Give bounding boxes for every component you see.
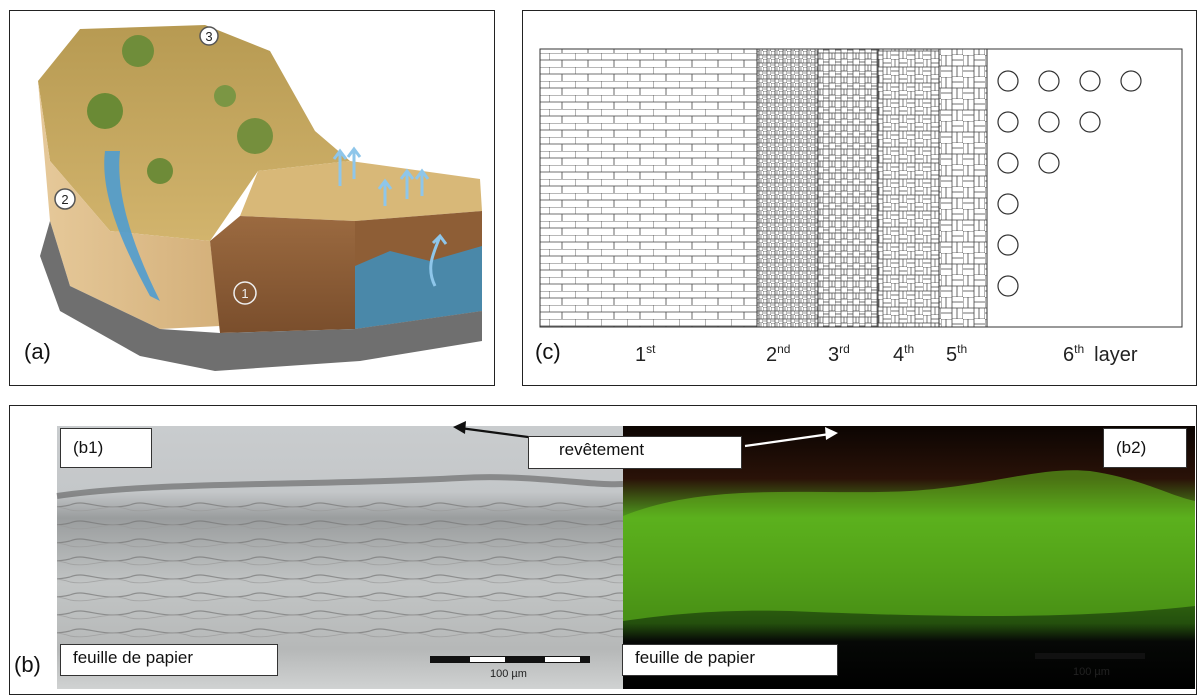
layer-6-block	[986, 48, 1183, 328]
marker-3: 3	[199, 26, 219, 46]
bare-surface	[240, 161, 482, 221]
sand-face	[38, 81, 220, 329]
water-stream	[104, 151, 160, 301]
marker-2: 2	[54, 188, 76, 210]
scale-bar-left	[430, 656, 590, 663]
layer-1-block	[539, 48, 758, 328]
layer-3-block	[817, 48, 879, 328]
panel-a: 3 2 1 (a)	[9, 10, 495, 386]
evaporation-arrows	[332, 146, 448, 287]
marker-1: 1	[233, 281, 257, 305]
marker-2-label: 2	[61, 192, 68, 207]
pore-circles	[997, 70, 1142, 297]
coating-label: revêtement	[528, 436, 742, 469]
rock-base	[40, 221, 482, 371]
marker-1-label: 1	[241, 286, 248, 301]
b2-green-layer	[623, 470, 1195, 621]
groundwater	[355, 246, 482, 329]
layer-5-block	[938, 48, 988, 328]
panel-a-label: (a)	[24, 339, 51, 364]
shrub	[147, 158, 173, 184]
b1-fiber-texture	[57, 501, 623, 641]
layer-3-label: 3rd	[828, 342, 850, 366]
layer-5-label: 5th	[946, 342, 967, 366]
paper-label-right: feuille de papier	[622, 644, 838, 676]
soil-face-left	[210, 216, 355, 333]
shrub	[122, 35, 154, 67]
microscopy-images: 100 µm 100 µm	[56, 421, 1195, 689]
soil-block-illustration: 3 2 1	[38, 25, 482, 371]
layer-4-label: 4th	[893, 342, 914, 366]
b1-label: (b1)	[60, 428, 152, 468]
shrub	[214, 85, 236, 107]
layer-2-label: 2nd	[766, 342, 790, 366]
panel-c-label: (c)	[535, 339, 561, 364]
b1-coating-boundary	[56, 474, 624, 499]
layer-1-label: 1st	[635, 342, 656, 366]
layer-4-block	[877, 48, 940, 328]
panel-b-label: (b)	[14, 652, 41, 677]
layer-2-block	[756, 48, 819, 328]
shrub	[237, 118, 273, 154]
scale-label-left: 100 µm	[490, 668, 527, 680]
shrub	[87, 93, 123, 129]
scale-label-right: 100 µm	[1073, 666, 1110, 678]
scale-bar-right	[1035, 653, 1145, 659]
paper-label-left: feuille de papier	[60, 644, 278, 676]
coating-arrows	[453, 421, 838, 448]
marker-3-label: 3	[205, 29, 212, 44]
panel-b: 100 µm 100 µm (b1) (b2) revêtement feuil…	[9, 405, 1197, 695]
b2-label: (b2)	[1103, 428, 1187, 468]
